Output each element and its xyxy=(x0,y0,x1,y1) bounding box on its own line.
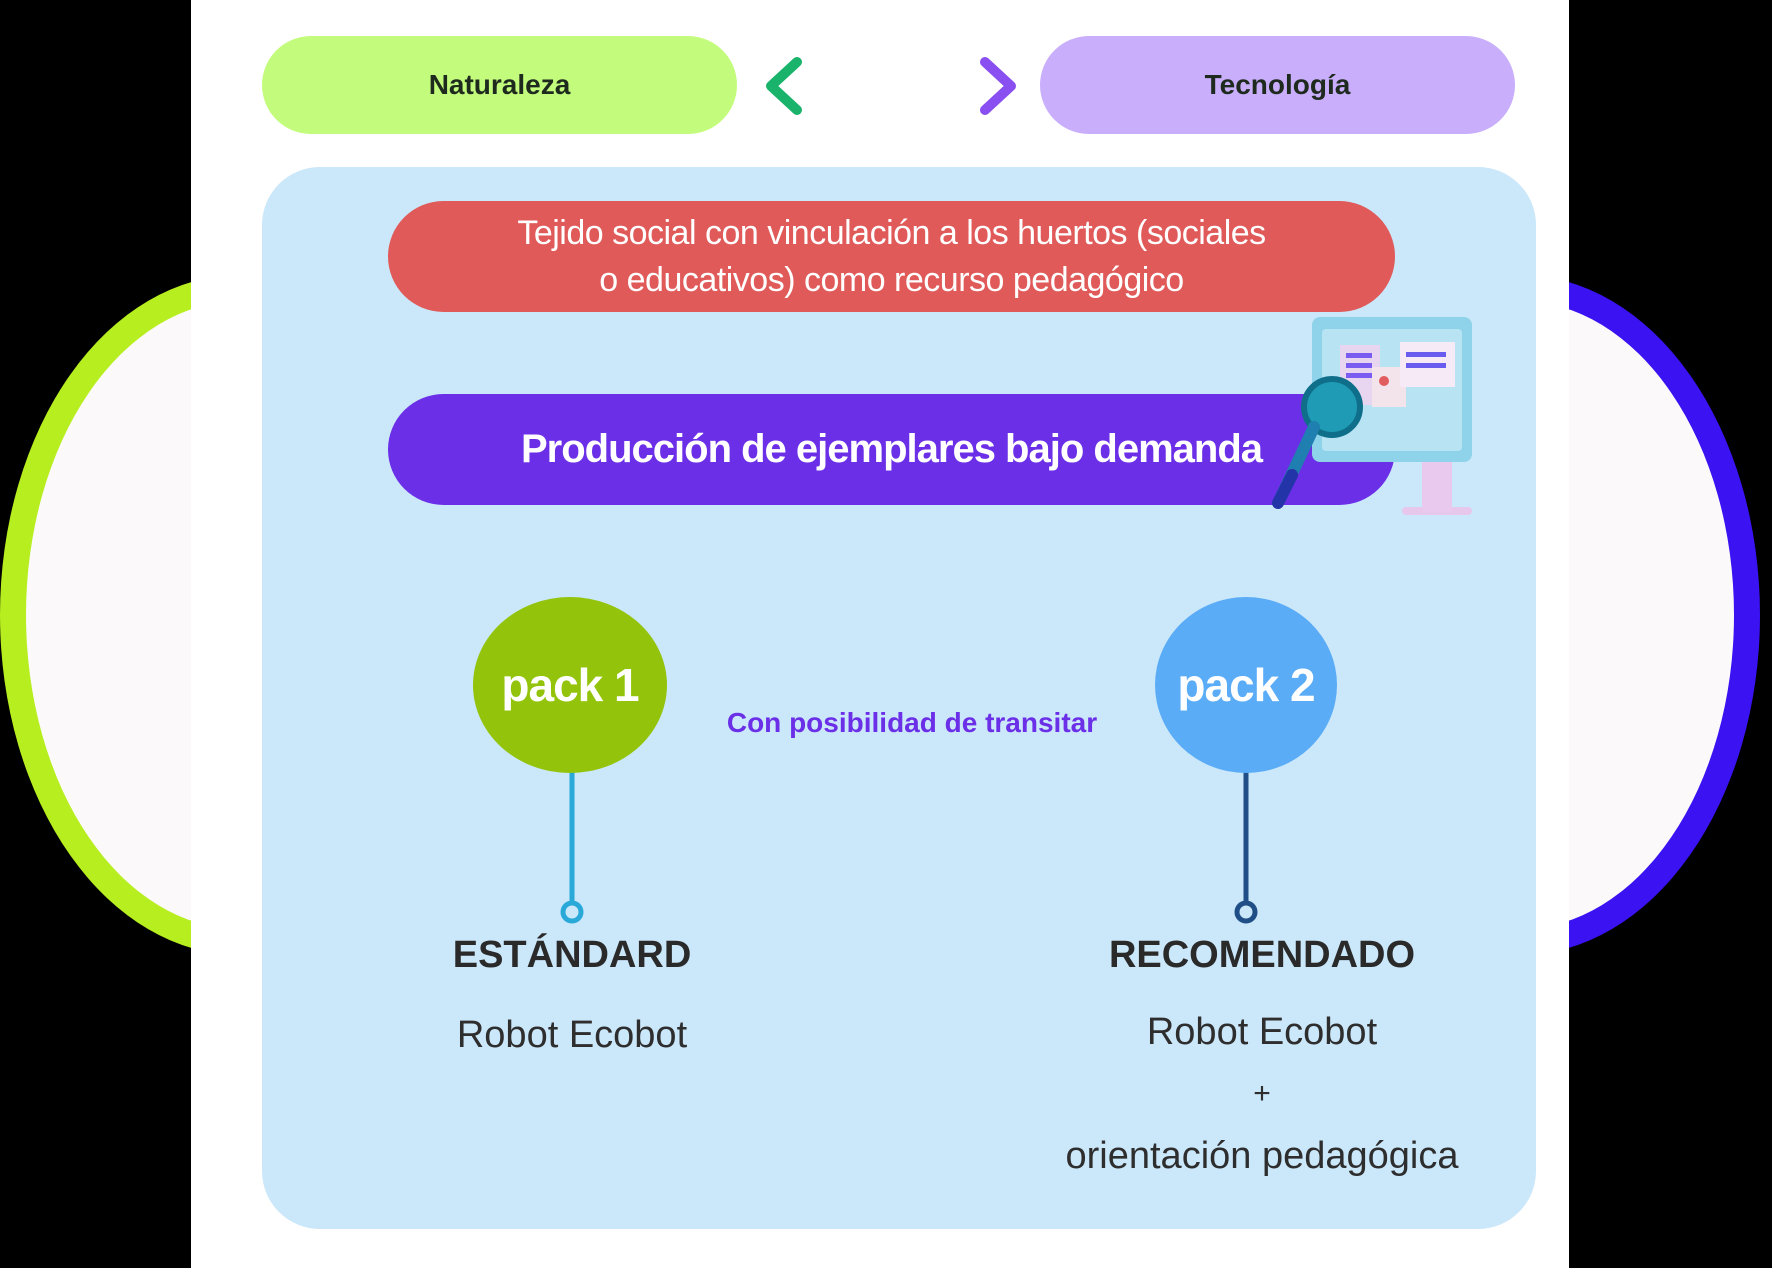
social-fabric-line2: o educativos) como recurso pedagógico xyxy=(599,260,1184,299)
recommended-extra: orientación pedagógica xyxy=(1065,1135,1459,1177)
recommended-plus: + xyxy=(1253,1077,1271,1110)
tecnologia-pill: Tecnología xyxy=(1040,36,1515,134)
naturaleza-pill: Naturaleza xyxy=(262,36,737,134)
pack1-stem-end xyxy=(560,900,584,924)
monitor-magnifier-icon xyxy=(1272,317,1472,515)
pack2-stem-end xyxy=(1234,900,1258,924)
on-demand-banner: Producción de ejemplares bajo demanda xyxy=(388,394,1395,505)
transit-caption: Con posibilidad de transitar xyxy=(726,707,1098,738)
standard-item: Robot Ecobot xyxy=(456,1014,688,1056)
pack1-circle: pack 1 xyxy=(473,597,667,773)
pack2-circle: pack 2 xyxy=(1155,597,1337,773)
double-arrow-icon xyxy=(766,57,1016,115)
pack-connectors xyxy=(560,679,1258,924)
social-fabric-line1: Tejido social con vinculación a los huer… xyxy=(517,213,1266,252)
content-panel: Tejido social con vinculación a los huer… xyxy=(262,167,1536,1229)
recommended-item: Robot Ecobot xyxy=(1146,1011,1378,1053)
standard-title: ESTÁNDARD xyxy=(452,934,692,976)
recommended-title: RECOMENDADO xyxy=(1108,934,1416,976)
social-fabric-banner: Tejido social con vinculación a los huer… xyxy=(388,201,1395,312)
main-panel: Naturaleza Tecnología Tejido social con … xyxy=(191,0,1569,1268)
